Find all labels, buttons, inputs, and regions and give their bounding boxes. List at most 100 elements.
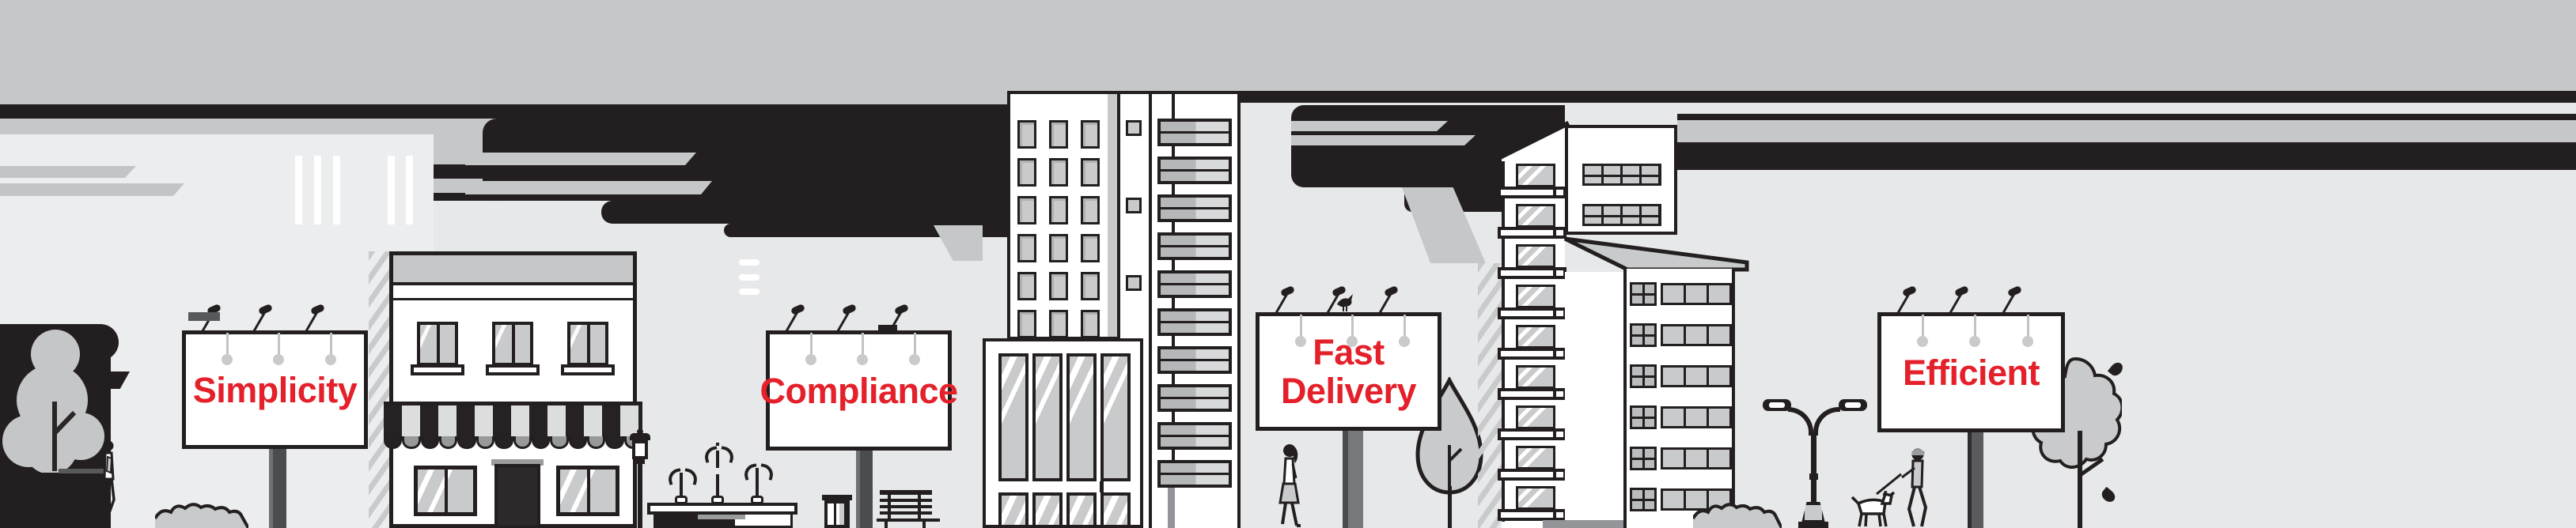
floor-grid-window: [1630, 364, 1657, 388]
balcony: [1498, 446, 1566, 481]
lamp-bulb-icon: [2021, 336, 2033, 347]
floor-wide-window: [1661, 283, 1732, 305]
street-lamp-double: [1763, 399, 1867, 528]
awning-scallop: [402, 436, 421, 449]
window: [1081, 234, 1100, 262]
fountain: [647, 438, 799, 528]
steam-dash: [739, 259, 760, 266]
speed-line: [0, 183, 184, 196]
lamp-stem: [1974, 315, 1977, 338]
shop-window: [567, 322, 608, 366]
tower-floor: [1630, 323, 1732, 347]
lamp-stem: [862, 333, 865, 356]
balcony-ledge: [1498, 348, 1566, 360]
lamp-lantern: [632, 440, 648, 459]
billboard-lamp: [888, 303, 928, 365]
bin-body: [824, 500, 850, 528]
lamp-stem: [1299, 315, 1302, 338]
shop-door: [494, 464, 540, 528]
bench-backrest-bar: [880, 505, 932, 508]
slat-window: [1157, 194, 1232, 222]
billboard-lamps: [186, 303, 364, 365]
billboard-line: Delivery: [1280, 371, 1417, 411]
balcony-ledge: [1498, 469, 1566, 481]
floor-grid-window: [1630, 488, 1657, 511]
bench-backrest-bar: [880, 511, 932, 515]
window: [1081, 196, 1100, 224]
balcony-window: [1516, 244, 1555, 268]
podium-mullion: [1100, 481, 1104, 492]
band-right-gray: [1677, 120, 2576, 142]
window-small: [1126, 120, 1142, 136]
window: [1017, 272, 1036, 300]
balcony-ledge: [1498, 509, 1566, 521]
fountain-base-light: [733, 515, 793, 528]
ledge-divider: [1553, 270, 1556, 276]
lamp-bulb-icon: [1294, 336, 1306, 347]
box-window-rows: [1582, 164, 1661, 226]
floor-wide-window: [1661, 365, 1732, 387]
building-side-wall: [1565, 272, 1625, 528]
window-sill: [561, 364, 615, 375]
tower-floor: [1630, 447, 1732, 470]
tower-right: [1623, 269, 1735, 528]
ledge-divider: [1553, 391, 1556, 397]
sky-band-left: [0, 0, 1187, 104]
slat-window: [1157, 384, 1232, 412]
ledge-divider: [1553, 190, 1556, 195]
speed-line: [0, 166, 136, 178]
tower-floor: [1630, 282, 1732, 306]
billboard-compliance: Compliance: [760, 303, 958, 451]
lamp-arm-right: [1813, 407, 1840, 436]
billboard-fast-delivery: Fast Delivery: [1256, 285, 1441, 431]
awning-scallop: [494, 436, 513, 449]
window: [1081, 272, 1100, 300]
spout-stem: [716, 474, 719, 496]
balcony-ledge: [1498, 428, 1566, 440]
bush: [1693, 503, 1782, 528]
awning-scallop: [457, 436, 476, 449]
lamp-pole: [1811, 432, 1816, 505]
billboard-lamp: [1949, 285, 1988, 347]
window-small: [1126, 275, 1142, 291]
balcony-ledge: [1498, 227, 1566, 239]
lamp-head-icon: [1763, 399, 1791, 411]
billboard-line: Simplicity: [192, 369, 358, 410]
speed-line: [1291, 121, 1448, 131]
floor-wide-window: [1661, 324, 1732, 346]
floor-wide-window: [1661, 447, 1732, 470]
tower-floor: [1630, 405, 1732, 429]
lamp-stem: [1351, 315, 1354, 338]
slat-pole: [1168, 470, 1175, 528]
fountain-slab: [647, 503, 797, 515]
lamp-cap: [630, 433, 650, 440]
billboard-line: Compliance: [760, 370, 958, 411]
balcony: [1498, 204, 1566, 239]
bench-backrest-bar: [880, 499, 932, 502]
bench-leg: [885, 522, 888, 528]
window-grid: [1582, 204, 1661, 226]
billboard-lamps: [1881, 285, 2061, 347]
billboard-pole: [1343, 431, 1363, 528]
bench-seat: [877, 519, 940, 522]
billboard-lamp: [1377, 285, 1418, 347]
bench-leg: [922, 522, 926, 528]
lamp-base: [1801, 502, 1825, 523]
lamp-bulb-icon: [273, 354, 285, 365]
lamp-bulb-icon: [805, 354, 816, 365]
billboard-text: Simplicity: [193, 371, 358, 409]
steam-dash: [739, 274, 760, 281]
lamp-bulb-icon: [1399, 336, 1411, 347]
lamp-arm-left: [1788, 407, 1813, 436]
shop-cornice: [393, 285, 633, 300]
dog: [1851, 491, 1895, 527]
window: [1049, 158, 1068, 187]
slat-window: [1157, 346, 1232, 374]
balcony-window: [1516, 446, 1555, 470]
ledge-divider: [1553, 311, 1556, 316]
lamp-base-plate: [1798, 522, 1828, 528]
spout-dash: [716, 443, 719, 446]
lamp-node: [1809, 473, 1818, 480]
awning-scallops: [384, 436, 643, 449]
balcony-window: [1516, 204, 1555, 228]
